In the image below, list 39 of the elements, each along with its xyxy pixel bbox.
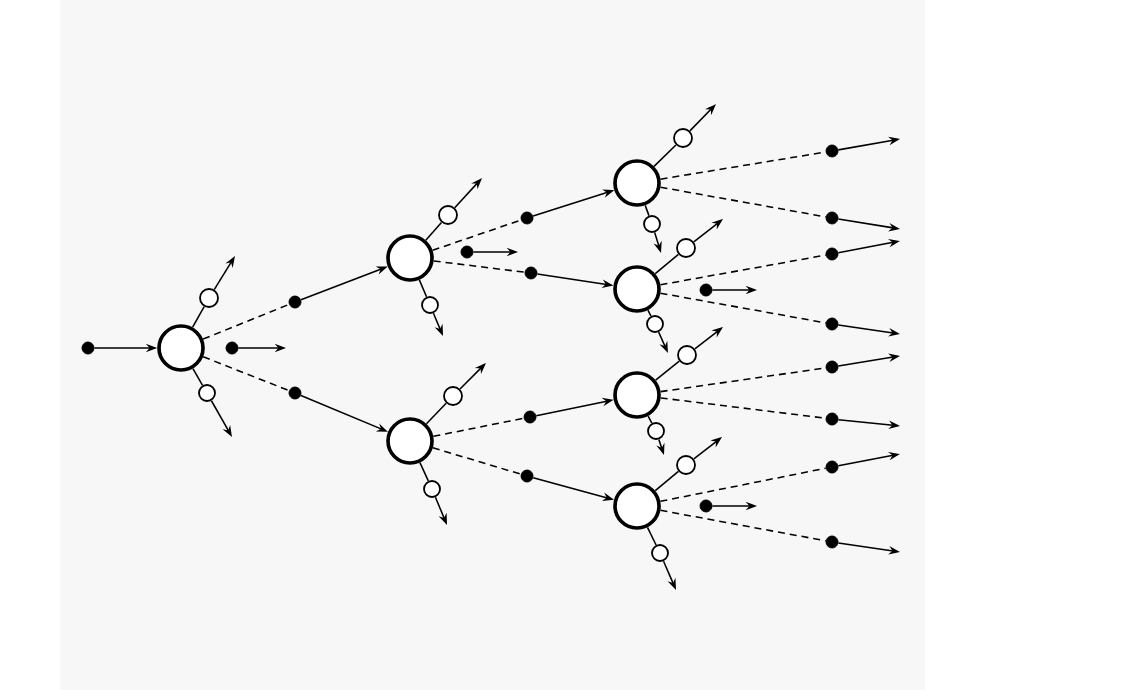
connector-line <box>419 461 430 482</box>
dashed-line <box>432 260 526 273</box>
dashed-line <box>202 303 290 340</box>
connector-line <box>646 526 657 546</box>
fragment-circle <box>643 215 661 233</box>
connector-line <box>191 305 205 328</box>
arrow <box>693 219 723 243</box>
dashed-line <box>659 292 827 324</box>
dashed-line <box>202 355 290 392</box>
arrow <box>694 327 723 350</box>
connector-line <box>654 360 681 381</box>
fragment-circle <box>673 128 693 148</box>
connector-line <box>425 221 443 241</box>
connector-line <box>644 204 650 217</box>
dashed-line <box>659 254 827 286</box>
fragment-circle <box>198 384 216 402</box>
connector-line <box>647 309 652 317</box>
connector-line <box>192 367 204 387</box>
connector-line <box>418 279 428 298</box>
dashed-line <box>431 219 522 252</box>
arrow <box>689 104 716 132</box>
fragment-circle <box>651 544 669 562</box>
dashed-line <box>432 447 522 475</box>
dashed-line <box>659 509 827 542</box>
connector-line <box>653 144 677 168</box>
dashed-line <box>659 186 827 218</box>
dashed-line <box>659 467 827 503</box>
dashed-line <box>432 417 525 438</box>
fragment-circle <box>423 480 441 498</box>
fragment-circle <box>646 315 664 333</box>
arrow <box>453 178 482 209</box>
fragment-circle <box>421 296 439 314</box>
connector-line <box>425 402 447 425</box>
arrow <box>693 437 722 460</box>
connector-line <box>654 253 680 275</box>
connector-line <box>654 470 680 492</box>
fragment-circle <box>647 422 665 440</box>
connector-line <box>647 415 653 424</box>
arrow <box>459 363 486 390</box>
